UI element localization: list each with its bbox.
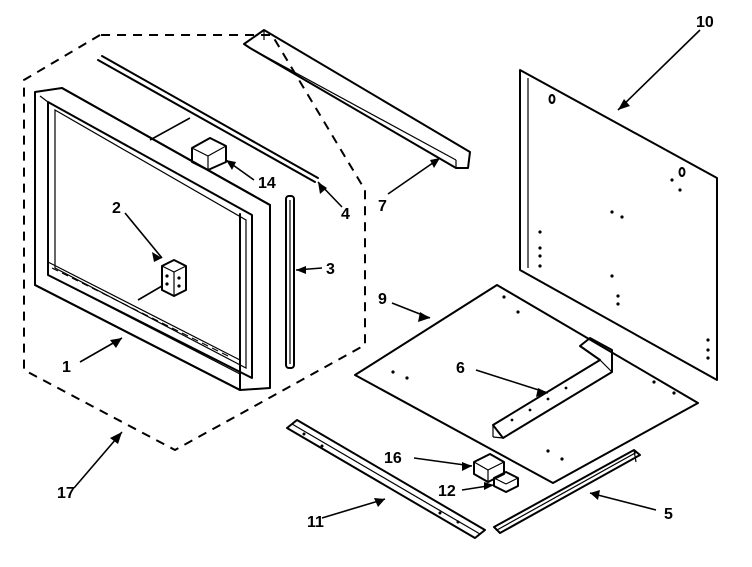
callout-2: 2 bbox=[112, 200, 121, 217]
bracket-part-14 bbox=[191, 137, 227, 171]
callout-16: 16 bbox=[384, 450, 402, 467]
block-part-2 bbox=[161, 259, 187, 297]
callout-7: 7 bbox=[378, 198, 387, 215]
side-trim-part-3 bbox=[285, 195, 295, 369]
callout-1: 1 bbox=[62, 359, 71, 376]
callout-6: 6 bbox=[456, 360, 465, 377]
callout-17: 17 bbox=[57, 485, 75, 502]
block-part-12 bbox=[493, 471, 519, 493]
left-rail-part-11 bbox=[286, 419, 486, 539]
upper-channel-part-7 bbox=[243, 29, 471, 169]
callout-5: 5 bbox=[664, 506, 673, 523]
top-trim-strip-part-4 bbox=[97, 55, 319, 183]
callout-11: 11 bbox=[307, 514, 324, 531]
right-rail-part-5 bbox=[493, 449, 641, 534]
callout-3: 3 bbox=[326, 261, 335, 278]
callout-10: 10 bbox=[696, 14, 714, 31]
callout-12: 12 bbox=[438, 483, 456, 500]
callout-14: 14 bbox=[258, 175, 276, 192]
assembly-boundary-17 bbox=[23, 34, 366, 452]
door-frame-part-1 bbox=[34, 87, 271, 391]
bottom-plate-part-9 bbox=[354, 284, 699, 484]
leader-arrowheads bbox=[110, 99, 630, 507]
callout-labels: 1 2 3 4 5 6 7 9 10 11 12 14 16 17 bbox=[57, 14, 714, 531]
l-bracket-part-6 bbox=[492, 337, 613, 439]
block-part-16 bbox=[473, 453, 505, 483]
callout-9: 9 bbox=[378, 291, 387, 308]
callout-4: 4 bbox=[341, 206, 350, 223]
back-panel-part-10 bbox=[519, 69, 718, 381]
